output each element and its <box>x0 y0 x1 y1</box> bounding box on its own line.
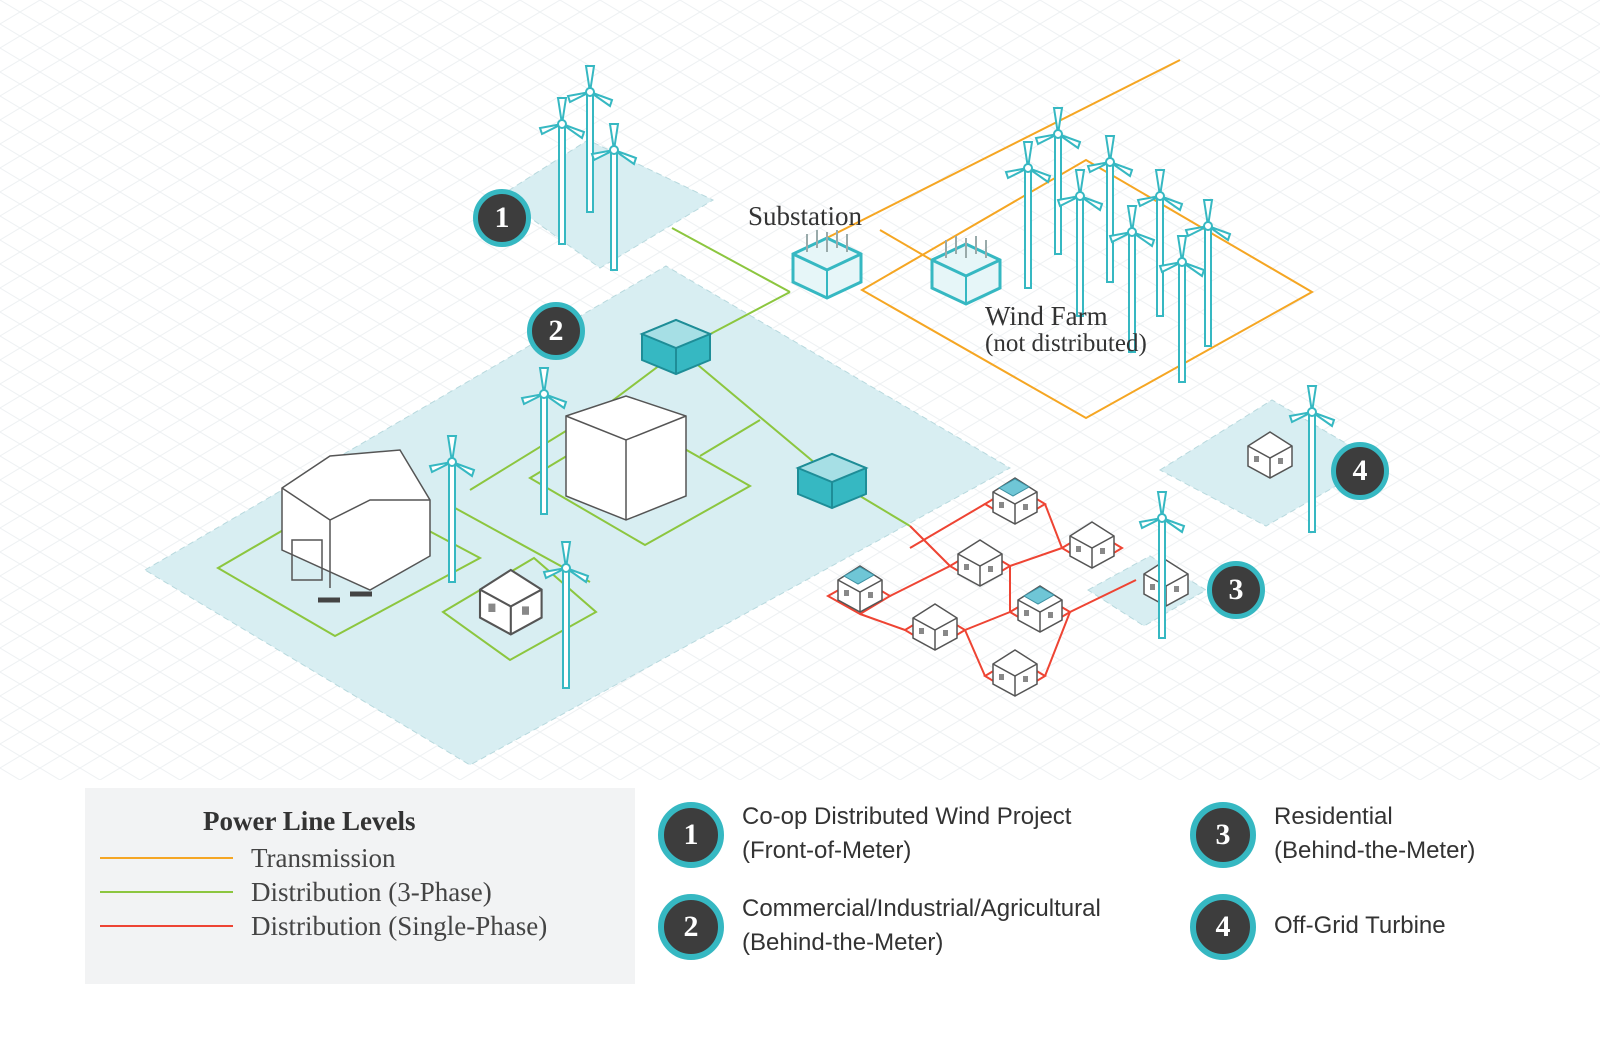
zone-3-badge: 3 <box>1207 561 1265 619</box>
legend-item-distribution-3phase: Distribution (3-Phase) <box>100 875 492 909</box>
barn-icon <box>281 449 431 603</box>
legend-title: Power Line Levels <box>203 806 416 836</box>
zone-1-badge: 1 <box>473 189 531 247</box>
legend-swatch <box>100 925 233 927</box>
badge-number: 4 <box>1352 454 1368 487</box>
key-badge: 1 <box>658 802 724 868</box>
key-item-2: 2 Commercial/Industrial/Agricultural (Beh… <box>658 894 1101 960</box>
key-subtitle: (Behind-the-Meter) <box>1274 837 1476 864</box>
legend-swatch <box>100 857 233 859</box>
badge-number: 2 <box>548 314 564 347</box>
power-line-legend: Power Line Levels Transmission Distribut… <box>85 788 635 984</box>
key-title: Residential <box>1274 803 1393 830</box>
key-subtitle: (Front-of-Meter) <box>742 837 912 864</box>
legend-label: Distribution (Single-Phase) <box>251 910 548 941</box>
zone-1 <box>499 139 715 269</box>
legend-item-transmission: Transmission <box>100 841 396 875</box>
substation-label: Substation <box>748 201 863 231</box>
key-title: Commercial/Industrial/Agricultural <box>742 895 1101 922</box>
key-badge: 4 <box>1190 894 1256 960</box>
wind-farm-label: Wind Farm <box>985 301 1108 331</box>
key-item-1: 1 Co-op Distributed Wind Project (Front-o… <box>658 802 1071 868</box>
key-subtitle: (Behind-the-Meter) <box>742 929 944 956</box>
key-badge: 2 <box>658 894 724 960</box>
wind-farm-sublabel: (not distributed) <box>985 330 1147 357</box>
key-item-3: 3 Residential (Behind-the-Meter) <box>1190 802 1475 868</box>
zone-2-badge: 2 <box>527 302 585 360</box>
legend-item-distribution-single-phase: Distribution (Single-Phase) <box>100 909 547 943</box>
zone-4-badge: 4 <box>1331 442 1389 500</box>
zone-2 <box>144 265 1012 766</box>
transmission-lines <box>802 59 1315 420</box>
legend-label: Distribution (3-Phase) <box>251 876 492 907</box>
key-item-4: 4 Off-Grid Turbine <box>1190 894 1446 960</box>
badge-number: 1 <box>494 201 510 234</box>
legend-swatch <box>100 891 233 893</box>
commercial-building-icon <box>565 395 687 521</box>
legend-label: Transmission <box>251 842 396 873</box>
key-title: Off-Grid Turbine <box>1274 912 1446 939</box>
key-badge: 3 <box>1190 802 1256 868</box>
badge-number: 3 <box>1228 573 1244 606</box>
key-title: Co-op Distributed Wind Project <box>742 803 1072 830</box>
